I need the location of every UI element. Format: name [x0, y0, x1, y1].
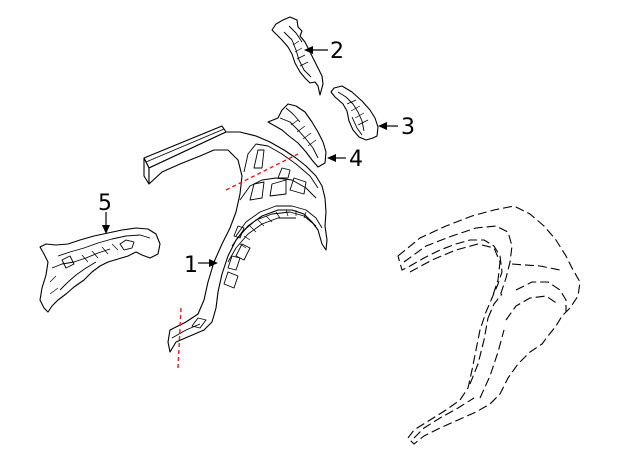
- callout-leaders: [102, 46, 398, 267]
- part-3-bracket: [330, 85, 379, 141]
- callout-4: 4: [349, 147, 363, 172]
- part-2-bracket: [271, 16, 324, 96]
- callout-5: 5: [98, 191, 112, 216]
- cut-line-lower: [177, 307, 182, 369]
- part-4-bracket: [267, 103, 327, 168]
- part-5-inner-wheelhouse: [39, 227, 161, 313]
- part-1-quarter-inner-panel: [143, 125, 328, 353]
- callout-2: 2: [330, 39, 344, 64]
- callout-3: 3: [401, 115, 415, 140]
- callout-1: 1: [184, 253, 198, 278]
- outer-quarter-panel-outline: [397, 205, 581, 445]
